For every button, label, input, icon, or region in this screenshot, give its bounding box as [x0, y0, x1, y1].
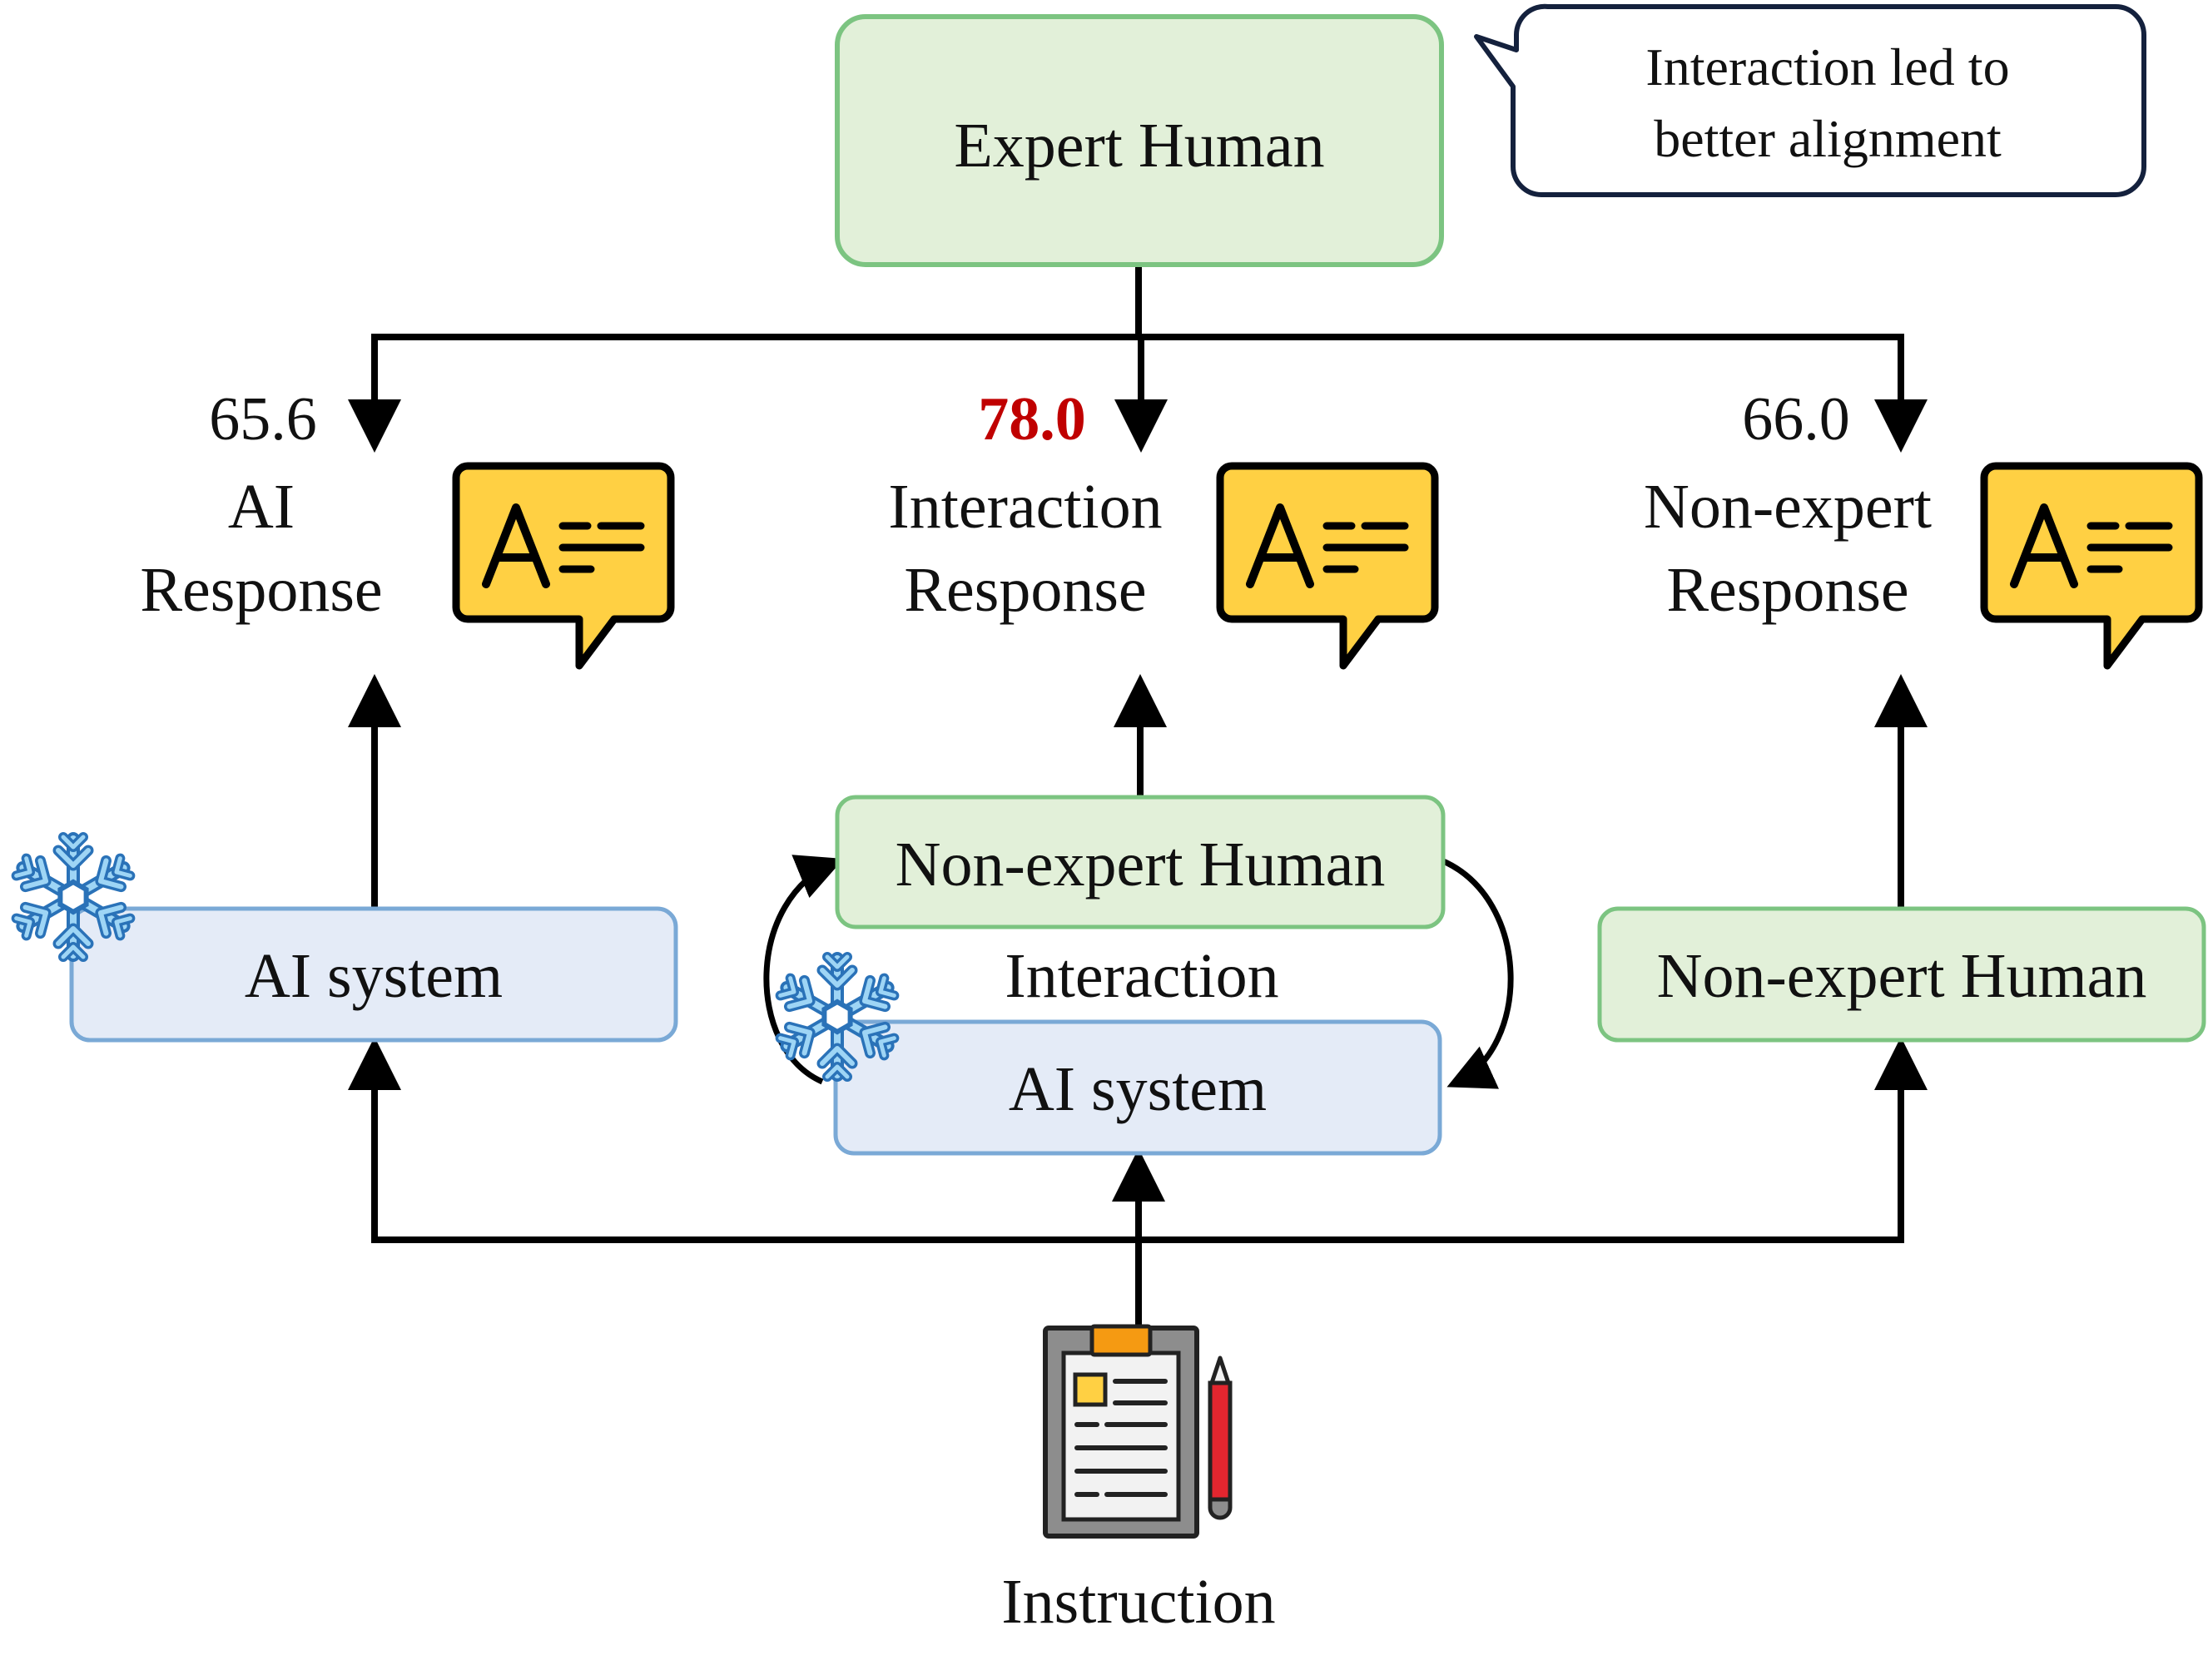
callout-line-1: Interaction led to: [1645, 37, 2009, 97]
expert-human-label: Expert Human: [954, 111, 1324, 181]
interaction-response-score: 78.0: [978, 385, 1086, 453]
expert-human-node: Expert Human: [835, 14, 1444, 267]
ai-response-label-line-2: Response: [140, 555, 382, 625]
nonexpert-response-score: 66.0: [1742, 385, 1850, 453]
ai-system-node-left: AI system: [69, 906, 678, 1043]
loop-arrow-human-to-ai: [1440, 857, 1514, 1089]
nonexpert-human-node-right: Non-expert Human: [1597, 906, 2206, 1043]
interaction-nonexpert-label: Non-expert Human: [896, 830, 1386, 899]
ai-response-score: 65.6: [209, 385, 317, 453]
instruction-label: Instruction: [1001, 1567, 1275, 1637]
connectors: [348, 265, 1928, 1327]
interaction-label: Interaction: [1005, 941, 1278, 1011]
callout-line-2: better alignment: [1654, 109, 2002, 168]
nonexpert-human-right-label: Non-expert Human: [1657, 941, 2147, 1011]
nonexpert-response-label-line-2: Response: [1666, 555, 1908, 625]
ai-response-label-line-1: AI: [228, 472, 295, 542]
response-interaction: 78.0 Interaction Response: [888, 385, 1435, 666]
interaction-nonexpert-node: Non-expert Human: [835, 795, 1446, 929]
interaction-ai-system-node: AI system: [833, 1019, 1442, 1156]
interaction-ai-system-label: AI system: [1009, 1054, 1267, 1124]
loop-arrow-ai-to-human: [763, 855, 844, 1085]
clipboard-pencil-icon: [1043, 1324, 1233, 1539]
interaction-response-label-line-2: Response: [904, 555, 1146, 625]
chat-bubble-text-icon: [1984, 466, 2199, 666]
chat-bubble-text-icon: [456, 466, 671, 666]
interaction-response-label-line-1: Interaction: [888, 472, 1162, 542]
response-ai: 65.6 AI Response: [140, 385, 671, 666]
ai-system-left-label: AI system: [245, 941, 503, 1011]
response-nonexpert: 66.0 Non-expert Response: [1644, 385, 2199, 666]
chat-bubble-text-icon: [1220, 466, 1435, 666]
nonexpert-response-label-line-1: Non-expert: [1644, 472, 1932, 542]
alignment-callout: Interaction led to better alignment: [1474, 3, 2146, 197]
